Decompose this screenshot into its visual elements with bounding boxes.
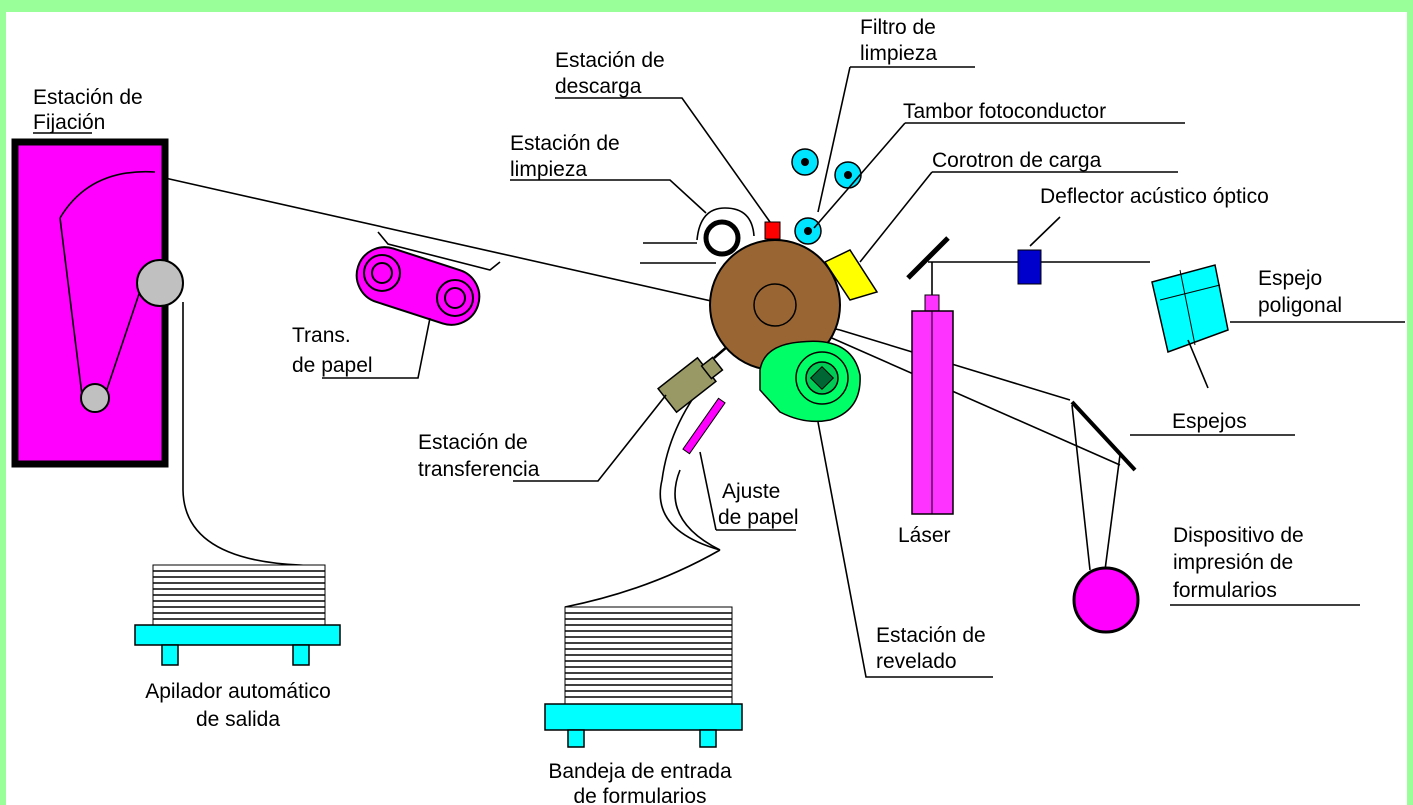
fixing-unit-box [11,138,169,468]
label-acoustic-optic-deflector: Deflector acústico óptico [1040,185,1269,208]
form-printing-drum [1072,566,1140,634]
label-cleaning-filter-1: Filtro de [860,16,936,39]
label-cleaning-station-1: Estación de [510,132,620,155]
label-paper-transport-2: de papel [292,354,373,377]
label-input-tray-2: de formularios [573,785,706,805]
discharge-lamp [764,221,781,240]
output-stacker [134,564,341,666]
fixing-belt [59,170,156,219]
label-form-printing-device-1: Dispositivo de [1173,524,1304,547]
label-discharge-station-2: descarga [555,75,642,98]
label-paper-adjust-2: de papel [718,506,799,529]
labels: Estación de Fijación Estación de descarg… [33,16,1342,805]
label-transfer-station-2: transferencia [418,458,540,481]
stacker-base [134,624,341,646]
label-development-station-1: Estación de [876,624,986,647]
cleaning-station [640,207,755,264]
label-development-station-2: revelado [876,650,957,673]
cleaning-filter [791,148,862,245]
fixing-roller-small [80,383,110,413]
label-paper-transport-1: Trans. [292,324,351,347]
cleaning-brush [703,219,741,257]
development-station [759,340,861,423]
laser-printer-diagram: Estación de Fijación Estación de descarg… [11,16,1405,805]
label-input-tray-1: Bandeja de entrada [548,760,732,783]
diagram-frame: Estación de Fijación Estación de descarg… [6,12,1407,805]
fixing-station [11,138,184,468]
acoustic-optic-deflector [1017,249,1042,285]
label-discharge-station-1: Estación de [555,49,665,72]
label-photoconductor-drum: Tambor fotoconductor [903,100,1106,123]
charge-corotron [823,249,879,301]
label-charge-corotron: Corotron de carga [932,149,1102,172]
label-cleaning-station-2: limpieza [510,158,587,181]
label-form-printing-device-3: formularios [1173,579,1277,602]
label-paper-adjust-1: Ajuste [722,480,780,503]
label-polygonal-mirror-1: Espejo [1258,267,1322,290]
label-fixing-station-2: Fijación [33,111,105,134]
label-fixing-station-1: Estación de [33,86,143,109]
paper-path [164,177,1121,608]
input-tray [544,606,743,748]
label-output-stacker-1: Apilador automático [145,680,331,703]
tray-base [544,703,743,731]
fixing-roller-large [136,259,184,307]
label-mirrors: Espejos [1172,410,1247,433]
paper-transport [355,231,501,326]
polygon-mirror [1151,264,1229,353]
paper-adjust-plate [682,397,726,455]
label-form-printing-device-2: impresión de [1173,551,1293,574]
laser-head [924,294,940,312]
transfer-station [657,345,729,455]
label-cleaning-filter-2: limpieza [860,42,937,65]
label-laser: Láser [898,524,951,547]
leader-lines [33,66,1405,678]
label-transfer-station-1: Estación de [418,431,528,454]
label-output-stacker-2: de salida [196,708,280,731]
label-polygonal-mirror-2: poligonal [1258,294,1342,317]
laser-optics [906,216,1229,634]
